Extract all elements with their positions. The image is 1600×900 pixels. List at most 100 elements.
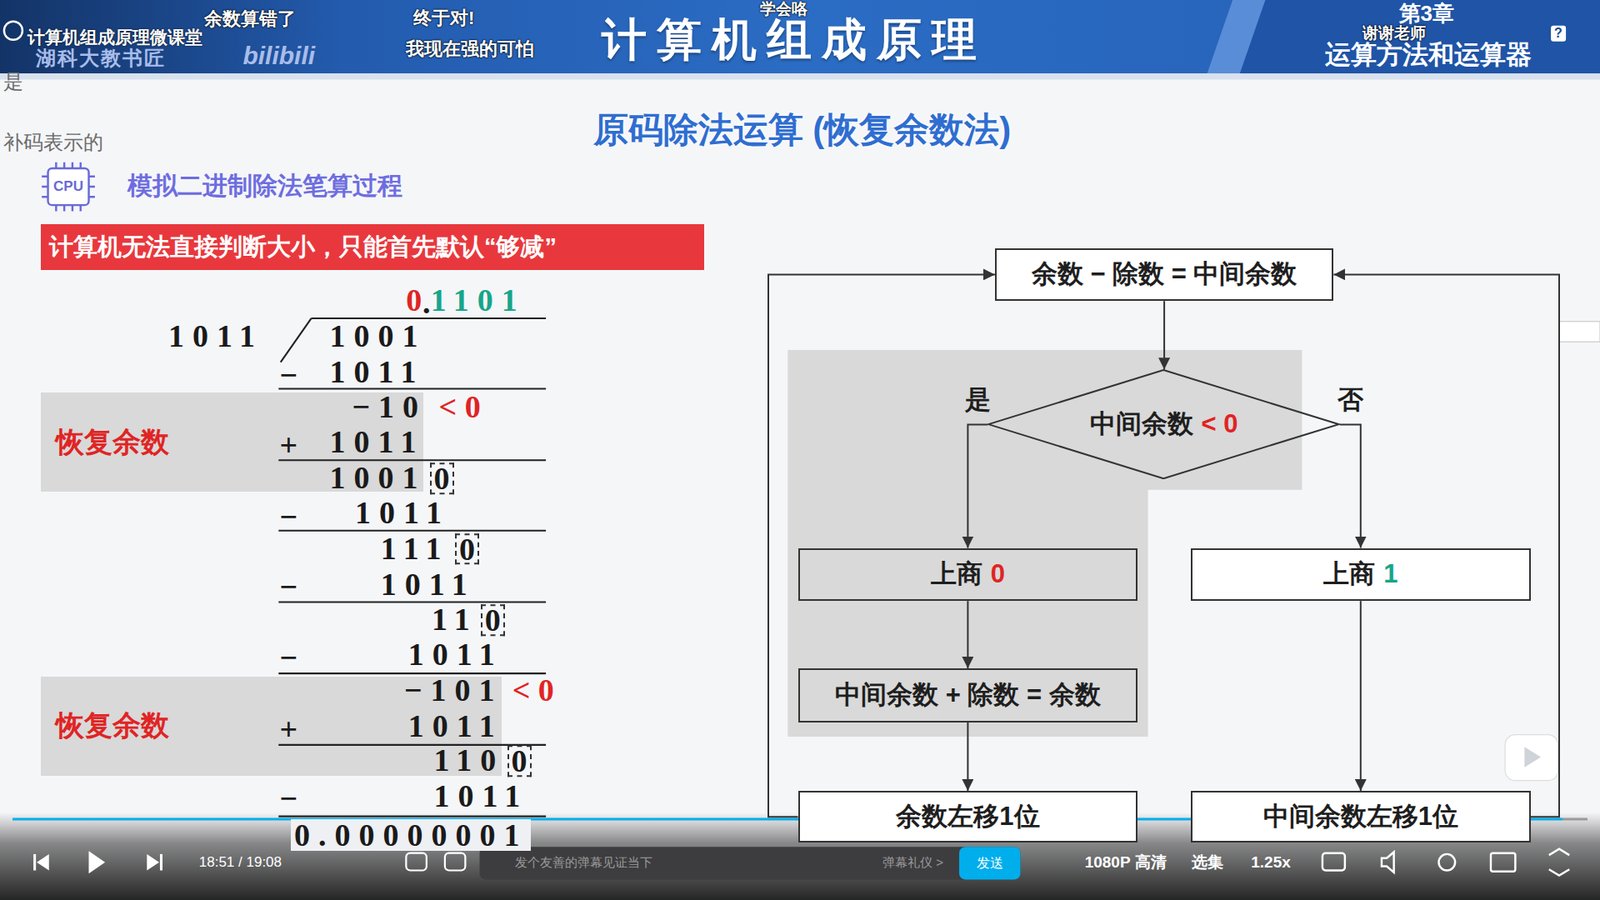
node-text-row: 中间余数 + 除数 = 余数: [835, 677, 1101, 713]
node-text-row: 中间余数左移1位: [1263, 799, 1459, 835]
header-bar: [0, 0, 1600, 74]
node-text-row: 余数左移1位: [895, 799, 1040, 835]
chapter-number: 第3章: [1399, 1, 1455, 27]
danmaku-comment: 余数算错了: [204, 9, 296, 30]
division-digits: 1011: [355, 495, 450, 532]
shifted-bit: 0: [430, 463, 455, 495]
node-text: 中间余数 + 除数 = 余数: [835, 677, 1101, 713]
shifted-bit: 0: [455, 533, 480, 565]
division-digits: 111: [380, 530, 450, 568]
division-digits: 1011: [433, 778, 529, 815]
help-icon: ?: [1550, 25, 1566, 41]
danmaku-comment: 谢谢老师: [1362, 24, 1426, 43]
danmaku-comment: 学会咯: [760, 0, 808, 19]
watermark: 湖科大教书匠: [35, 46, 166, 70]
time-display: 18:51 / 19:08: [199, 854, 282, 871]
process-box: 上商1: [1190, 548, 1531, 602]
operator-sign: −: [280, 357, 307, 395]
process-box: 余数 − 除数 = 中间余数: [995, 248, 1335, 302]
node-text: 恢复余数: [55, 706, 170, 745]
danmaku-icons: [405, 853, 465, 871]
course-title: 计算机组成原理: [601, 12, 987, 65]
flow-arrow: [1360, 600, 1362, 791]
flow-arrow: [1333, 274, 1560, 817]
node-text-row: 余数 − 除数 = 中间余数: [1031, 256, 1298, 292]
player-controls: [35, 850, 162, 874]
header-stripe: [1207, 0, 1266, 74]
operator-sign: −: [280, 780, 307, 818]
process-box: 上商0: [798, 548, 1139, 602]
comparison-mark: < 0: [512, 672, 555, 710]
node-text: 0: [990, 559, 1005, 590]
flow-arrow: [967, 424, 988, 548]
process-box: 余数左移1位: [798, 790, 1139, 843]
danmaku-comment: 是: [3, 70, 24, 94]
quotient-digits: 1101: [430, 282, 526, 320]
node-text: 余数左移1位: [895, 799, 1040, 835]
node-text: 中间余数左移1位: [1263, 799, 1459, 835]
division-digits: 1011: [380, 566, 476, 604]
cpu-icon: [41, 162, 95, 212]
node-text: 计算机无法直接判断大小，只能首先默认“够减”: [49, 230, 557, 265]
player-icons: [1322, 849, 1570, 876]
branch-label: 是: [965, 385, 991, 415]
operator-sign: −: [280, 499, 307, 536]
process-box: 中间余数左移1位: [1190, 790, 1531, 843]
channel-title: 计算机组成原理微课堂: [27, 27, 203, 48]
cpu-icon-text: CPU: [53, 178, 84, 195]
send-button: [959, 846, 1020, 880]
branch-label: 否: [1337, 385, 1364, 415]
header-edge: [0, 73, 1600, 80]
header-right: [1240, 0, 1600, 74]
side-thumbnail: [1559, 321, 1600, 342]
operator-sign: +: [280, 711, 307, 749]
node-text: 1: [1383, 559, 1398, 590]
node-text-row: 中间余数< 0: [1090, 406, 1239, 442]
subtraction-rule: [278, 389, 546, 817]
header-shade: [0, 0, 347, 74]
node-text: < 0: [1201, 409, 1239, 440]
diamond-shape: [988, 370, 1339, 479]
operator-sign: +: [280, 427, 307, 465]
node-text: 中间余数: [1090, 406, 1194, 442]
slide-title: 原码除法运算 (恢复余数法): [593, 109, 1012, 150]
node-text: 上商: [930, 556, 983, 592]
node-text-row: 恢复余数: [55, 706, 170, 745]
node-text-row: 计算机无法直接判断大小，只能首先默认“够减”: [49, 230, 557, 265]
division-digits: −101: [404, 672, 504, 710]
section-heading: 模拟二进制除法笔算过程: [127, 171, 403, 201]
division-digits: 1011: [330, 425, 425, 462]
operator-sign: −: [280, 569, 307, 606]
danmaku-comment: 终于对!: [413, 7, 475, 29]
division-digits: 11: [431, 602, 479, 640]
division-digits: 1011: [408, 708, 504, 745]
flow-arrow: [966, 722, 969, 791]
danmaku-input: [480, 846, 1021, 880]
flow-arrow: [1340, 424, 1361, 548]
shifted-bit: 0: [507, 745, 532, 777]
flow-arrow: [1163, 300, 1165, 370]
speed-option: 1.25x: [1250, 853, 1291, 872]
progress-rest: [1562, 818, 1588, 821]
flow-arrow: [966, 600, 969, 669]
warning-banner: 计算机无法直接判断大小，只能首先默认“够减”: [40, 224, 705, 270]
operator-sign: −: [280, 640, 307, 677]
danmaku-etiquette: 弹幕礼仪 >: [882, 855, 944, 870]
danmaku-comment: 补码表示的: [3, 131, 104, 155]
episode-option: 选集: [1191, 853, 1224, 872]
quality-option: 1080P 高清: [1085, 853, 1167, 872]
chapter-title: 运算方法和运算器: [1325, 40, 1532, 70]
division-digits: −10: [351, 389, 427, 426]
result-digits: 0.00000001: [290, 819, 532, 851]
comparison-mark: < 0: [439, 389, 481, 426]
node-text-row: 上商0: [930, 556, 1005, 592]
send-button-text: 发送: [976, 855, 1004, 871]
dividend-digits: 1001: [330, 318, 427, 355]
division-digits: 1011: [408, 636, 504, 674]
division-digits: 1011: [330, 354, 425, 391]
danmaku-comment: 我现在强的可怕: [405, 38, 535, 60]
divisor-digits: 1011: [168, 318, 264, 355]
flow-arrow: [768, 274, 995, 817]
decision-diamond: 中间余数< 0: [987, 369, 1340, 480]
